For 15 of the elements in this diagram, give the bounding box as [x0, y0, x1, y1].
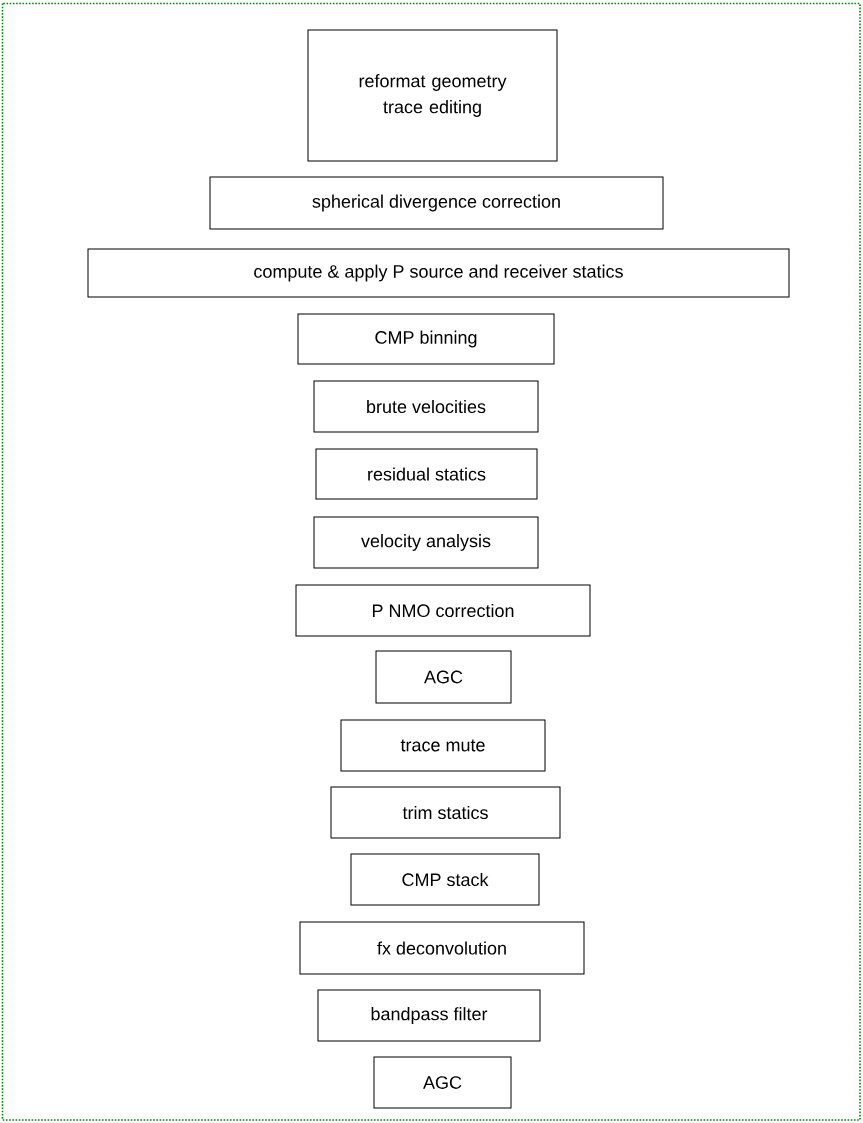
- process-box: reformat geometry trace editing: [307, 29, 558, 162]
- process-box: trim statics: [330, 786, 561, 839]
- process-box: velocity analysis: [313, 516, 539, 569]
- process-box: AGC: [373, 1056, 512, 1109]
- process-box: compute & apply P source and receiver statics: [87, 248, 790, 298]
- process-box: CMP stack: [350, 853, 540, 906]
- process-box: fx deconvolution: [299, 921, 585, 975]
- process-box: trace mute: [340, 719, 546, 772]
- process-box: bandpass filter: [317, 989, 541, 1042]
- process-box: CMP binning: [297, 313, 555, 365]
- process-box: brute velocities: [313, 380, 539, 433]
- process-box: P NMO correction: [295, 584, 591, 637]
- process-box: spherical divergence correction: [209, 176, 664, 230]
- process-box: AGC: [375, 650, 512, 704]
- process-box: residual statics: [315, 448, 538, 500]
